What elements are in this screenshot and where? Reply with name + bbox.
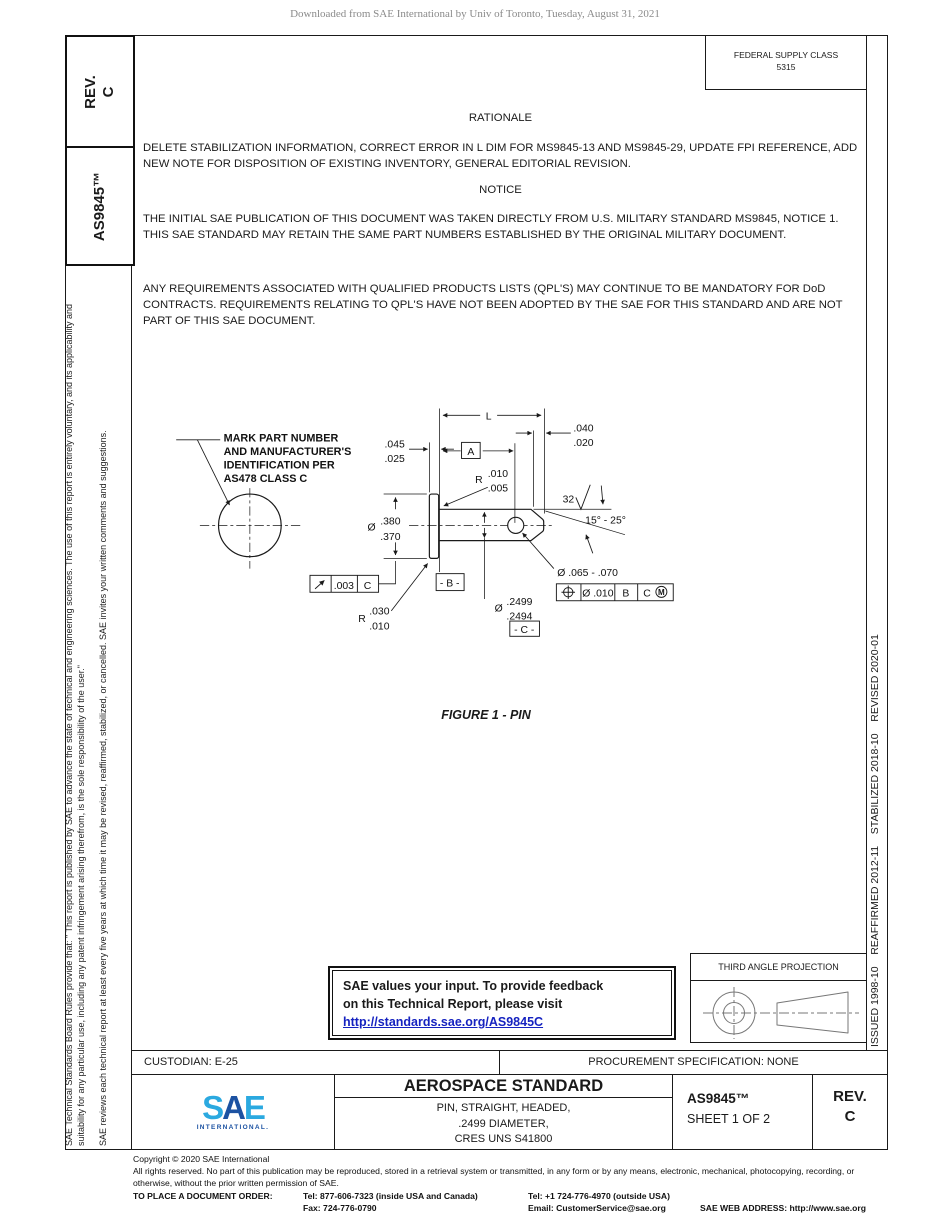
dim-shank-dia-max: .2499 — [506, 597, 532, 608]
left-column-divider — [131, 35, 132, 1148]
dim-head-edge-radius-max: .030 — [369, 606, 389, 617]
dim-tip-max: .040 — [573, 423, 593, 434]
doc-title-line1: PIN, STRAIGHT, HEADED, — [436, 1102, 571, 1114]
fsc-value: 5315 — [776, 62, 796, 72]
dim-shank-dia-prefix: Ø — [495, 604, 503, 615]
projection-label: THIRD ANGLE PROJECTION — [691, 954, 866, 981]
datum-b-frame — [435, 573, 465, 592]
rev-label: REV. — [81, 74, 99, 109]
datum-b: - B - — [440, 578, 460, 589]
dim-tip-min: .020 — [573, 438, 593, 449]
dim-hole-dia: Ø .065 - .070 — [557, 568, 618, 579]
doc-number-box: AS9845™ — [65, 146, 135, 266]
dim-head-dia-max: .380 — [380, 517, 400, 528]
third-angle-projection-symbol — [703, 987, 859, 1039]
surface-finish-value: 32 — [563, 495, 575, 506]
figure-caption: FIGURE 1 - PIN — [441, 708, 531, 722]
doc-number: AS9845™ — [687, 1091, 750, 1106]
dim-length: L — [486, 412, 492, 423]
datum-c: - C - — [514, 625, 534, 636]
marking-note-line2: AND MANUFACTURER'S — [224, 446, 352, 458]
order-tel-domestic: Tel: 877-606-7323 (inside USA and Canada… — [303, 1191, 478, 1201]
marking-note-line4: AS478 CLASS C — [224, 473, 308, 485]
right-column-divider — [866, 35, 867, 1050]
dim-head-thickness-max: .045 — [385, 439, 405, 450]
position-datum2: C — [643, 589, 651, 600]
rights-statement: All rights reserved. No part of this pub… — [133, 1166, 855, 1188]
rationale-body: DELETE STABILIZATION INFORMATION, CORREC… — [143, 142, 858, 170]
standard-type: AEROSPACE STANDARD — [335, 1075, 672, 1098]
rationale-heading: RATIONALE — [468, 112, 533, 124]
order-label: TO PLACE A DOCUMENT ORDER: — [133, 1191, 273, 1201]
datum-a-frame — [461, 441, 481, 459]
sae-web-address: SAE WEB ADDRESS: http://www.sae.org — [700, 1203, 866, 1213]
mmc-modifier-circle — [655, 585, 668, 598]
custodian-cell: CUSTODIAN: E-25 — [132, 1051, 500, 1074]
federal-supply-class-box: FEDERAL SUPPLY CLASS 5315 — [705, 35, 867, 90]
dim-underhead-radius-prefix: R — [475, 475, 483, 486]
dim-underhead-radius-min: .005 — [488, 484, 508, 495]
notice-paragraph-2: ANY REQUIREMENTS ASSOCIATED WITH QUALIFI… — [143, 283, 843, 327]
feedback-line2: on this Technical Report, please visit — [343, 997, 563, 1011]
dim-head-edge-radius-prefix: R — [358, 614, 366, 625]
dim-head-edge-radius-min: .010 — [369, 622, 389, 633]
marking-note-line1: MARK PART NUMBER — [224, 433, 339, 445]
dim-head-dia-min: .370 — [380, 532, 400, 543]
position-datum1: B — [622, 589, 629, 600]
datum-a: A — [467, 447, 474, 458]
download-watermark: Downloaded from SAE International by Uni… — [290, 8, 660, 20]
runout-tolerance: .003 — [334, 581, 354, 592]
sae-logo-subtitle: INTERNATIONAL. — [196, 1124, 270, 1131]
sheet-number: SHEET 1 OF 2 — [687, 1112, 771, 1126]
runout-datum: C — [364, 581, 372, 592]
dim-head-thickness-min: .025 — [385, 454, 405, 465]
pin-engineering-drawing: MARK PART NUMBER AND MANUFACTURER'S IDEN… — [176, 408, 674, 637]
custodian-row: CUSTODIAN: E-25 PROCUREMENT SPECIFICATIO… — [131, 1050, 888, 1075]
pin-shank-outline — [438, 508, 545, 542]
doc-title-line3: CRES UNS S41800 — [454, 1133, 553, 1145]
dim-underhead-radius-max: .010 — [488, 469, 508, 480]
position-fcf-frame — [555, 583, 674, 602]
notice-paragraph-1: THE INITIAL SAE PUBLICATION OF THIS DOCU… — [143, 213, 839, 241]
procurement-cell: PROCUREMENT SPECIFICATION: NONE — [588, 1056, 799, 1068]
dim-chamfer-angle: 15° - 25° — [585, 516, 626, 527]
mmc-modifier: M — [658, 588, 665, 597]
dim-head-dia-prefix: Ø — [368, 522, 376, 533]
rev-label-bottom: REV. — [833, 1088, 867, 1105]
datum-c-frame — [509, 620, 540, 637]
marking-leader-arrow — [196, 439, 230, 506]
copyright-line: Copyright © 2020 SAE International — [133, 1154, 270, 1164]
title-block: SAE INTERNATIONAL. AEROSPACE STANDARD PI… — [131, 1074, 888, 1150]
sae-logo: SAE INTERNATIONAL. — [132, 1075, 335, 1149]
sae-disclaimer-paragraph-1: SAE Technical Standards Board Rules prov… — [64, 303, 86, 1146]
sae-disclaimer-paragraph-2: SAE reviews each technical report at lea… — [98, 430, 108, 1146]
doc-number-vertical: AS9845™ — [91, 171, 109, 241]
order-email: Email: CustomerService@sae.org — [528, 1203, 666, 1213]
surface-finish-symbol — [575, 484, 591, 511]
feedback-box: SAE values your input. To provide feedba… — [328, 966, 676, 1040]
feedback-link[interactable]: http://standards.sae.org/AS9845C — [343, 1015, 544, 1029]
order-fax: Fax: 724-776-0790 — [303, 1203, 377, 1213]
notice-heading: NOTICE — [479, 184, 522, 196]
rev-value: C — [99, 86, 117, 97]
order-tel-international: Tel: +1 724-776-4970 (outside USA) — [528, 1191, 670, 1201]
runout-symbol — [314, 580, 325, 590]
runout-fcf-frame — [309, 574, 380, 593]
feedback-line1: SAE values your input. To provide feedba… — [343, 979, 604, 993]
pin-head-outline — [428, 493, 440, 559]
rev-value-bottom: C — [844, 1108, 856, 1125]
third-angle-projection-box: THIRD ANGLE PROJECTION — [690, 953, 867, 1043]
revision-history-vertical: ISSUED 1998-10 REAFFIRMED 2012-11 STABIL… — [869, 634, 881, 1047]
cross-hole — [507, 516, 525, 534]
doc-title-line2: .2499 DIAMETER, — [458, 1117, 549, 1130]
dim-shank-dia-min: .2494 — [506, 611, 532, 622]
position-tolerance: Ø .010 — [582, 589, 613, 600]
marking-note-line3: IDENTIFICATION PER — [224, 460, 335, 472]
rev-box: REV. C — [65, 35, 135, 148]
fsc-label: FEDERAL SUPPLY CLASS — [733, 50, 839, 60]
